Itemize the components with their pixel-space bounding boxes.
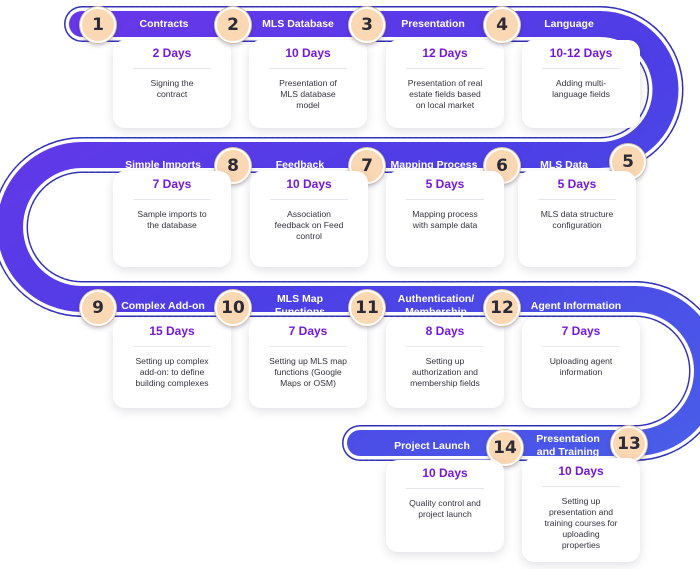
step-2-description: Presentation of MLS database model <box>279 78 337 110</box>
step-6-card: 5 Days Mapping process with sample data <box>386 171 504 267</box>
step-1-number-badge: 1 <box>80 7 116 43</box>
step-13-title: Presentation and Training <box>536 433 600 458</box>
step-11-days: 8 Days <box>425 324 465 338</box>
step-10-card: 7 Days Setting up MLS map functions (Goo… <box>249 318 367 408</box>
track-band <box>0 11 700 456</box>
step-6-divider <box>406 199 484 200</box>
step-3-number-badge: 3 <box>349 7 385 43</box>
step-8-days: 7 Days <box>152 177 192 191</box>
step-3-description: Presentation of real estate fields based… <box>407 78 483 110</box>
step-12-title: Agent Information <box>530 299 622 312</box>
step-7-description: Association feedback on Feed control <box>274 209 344 241</box>
step-6-description: Mapping process with sample data <box>412 209 478 230</box>
step-12-number-badge: 12 <box>484 290 520 326</box>
step-7-days: 10 Days <box>286 177 332 191</box>
step-1-card: 2 Days Signing the contract <box>113 40 231 128</box>
step-12-description: Uploading agent information <box>549 356 613 377</box>
step-14-card: 10 Days Quality control and project laun… <box>386 460 504 552</box>
step-2-divider <box>269 68 347 69</box>
step-3-days: 12 Days <box>422 46 468 60</box>
step-2-title: MLS Database <box>262 17 334 30</box>
step-6-title: Mapping Process <box>390 158 478 171</box>
step-5-title: MLS Data <box>540 158 588 171</box>
step-14-description: Quality control and project launch <box>409 498 481 519</box>
step-3-card: 12 Days Presentation of real estate fiel… <box>386 40 504 128</box>
step-10-title: MLS Map Functions <box>274 293 326 318</box>
step-13-number-badge: 13 <box>611 426 647 462</box>
step-1-title: Contracts <box>139 17 189 30</box>
step-10-description: Setting up MLS map functions (Google Map… <box>269 356 347 388</box>
step-8-description: Sample imports to the database <box>137 209 207 230</box>
step-5-card: 5 Days MLS data structure configuration <box>518 171 636 267</box>
step-8-card: 7 Days Sample imports to the database <box>113 171 231 267</box>
step-5-description: MLS data structure configuration <box>540 209 614 230</box>
step-3-divider <box>406 68 484 69</box>
step-10-number-badge: 10 <box>215 290 251 326</box>
step-7-divider <box>270 199 348 200</box>
step-12-days: 7 Days <box>561 324 601 338</box>
step-11-divider <box>406 346 484 347</box>
step-9-title: Complex Add-on <box>121 299 205 312</box>
step-4-card: 10-12 Days Adding multi- language fields <box>522 40 640 128</box>
step-1-days: 2 Days <box>152 46 192 60</box>
step-12-card: 7 Days Uploading agent information <box>522 318 640 408</box>
step-3-title: Presentation <box>401 17 465 30</box>
step-10-days: 7 Days <box>288 324 328 338</box>
step-11-card: 8 Days Setting up authorization and memb… <box>386 318 504 408</box>
step-4-days: 10-12 Days <box>549 46 613 60</box>
step-10-divider <box>269 346 347 347</box>
step-2-number-badge: 2 <box>215 7 251 43</box>
step-8-title: Simple Imports <box>125 158 201 171</box>
step-13-card: 10 Days Setting up presentation and trai… <box>522 458 640 562</box>
step-9-card: 15 Days Setting up complex add-on: to de… <box>113 318 231 408</box>
step-1-description: Signing the contract <box>150 78 194 99</box>
step-1-divider <box>133 68 211 69</box>
step-4-divider <box>542 68 620 69</box>
step-9-divider <box>133 346 211 347</box>
step-12-divider <box>542 346 620 347</box>
step-2-days: 10 Days <box>285 46 331 60</box>
step-4-title: Language <box>544 17 594 30</box>
step-14-title: Project Launch <box>394 439 470 452</box>
step-13-divider <box>542 486 620 487</box>
step-4-number-badge: 4 <box>484 7 520 43</box>
step-2-card: 10 Days Presentation of MLS database mod… <box>249 40 367 128</box>
step-6-days: 5 Days <box>425 177 465 191</box>
step-5-days: 5 Days <box>557 177 597 191</box>
step-9-days: 15 Days <box>149 324 195 338</box>
step-11-number-badge: 11 <box>349 290 385 326</box>
step-8-divider <box>133 199 211 200</box>
step-9-number-badge: 9 <box>80 290 116 326</box>
step-11-description: Setting up authorization and membership … <box>410 356 480 388</box>
step-4-description: Adding multi- language fields <box>552 78 610 99</box>
step-14-days: 10 Days <box>422 466 468 480</box>
step-5-divider <box>538 199 616 200</box>
step-7-title: Feedback <box>275 158 325 171</box>
step-13-description: Setting up presentation and training cou… <box>544 496 618 550</box>
step-7-card: 10 Days Association feedback on Feed con… <box>250 171 368 267</box>
step-13-days: 10 Days <box>558 464 604 478</box>
step-14-divider <box>406 488 484 489</box>
step-9-description: Setting up complex add-on: to define bui… <box>135 356 209 388</box>
step-11-title: Authentication/ Membership <box>397 293 475 318</box>
